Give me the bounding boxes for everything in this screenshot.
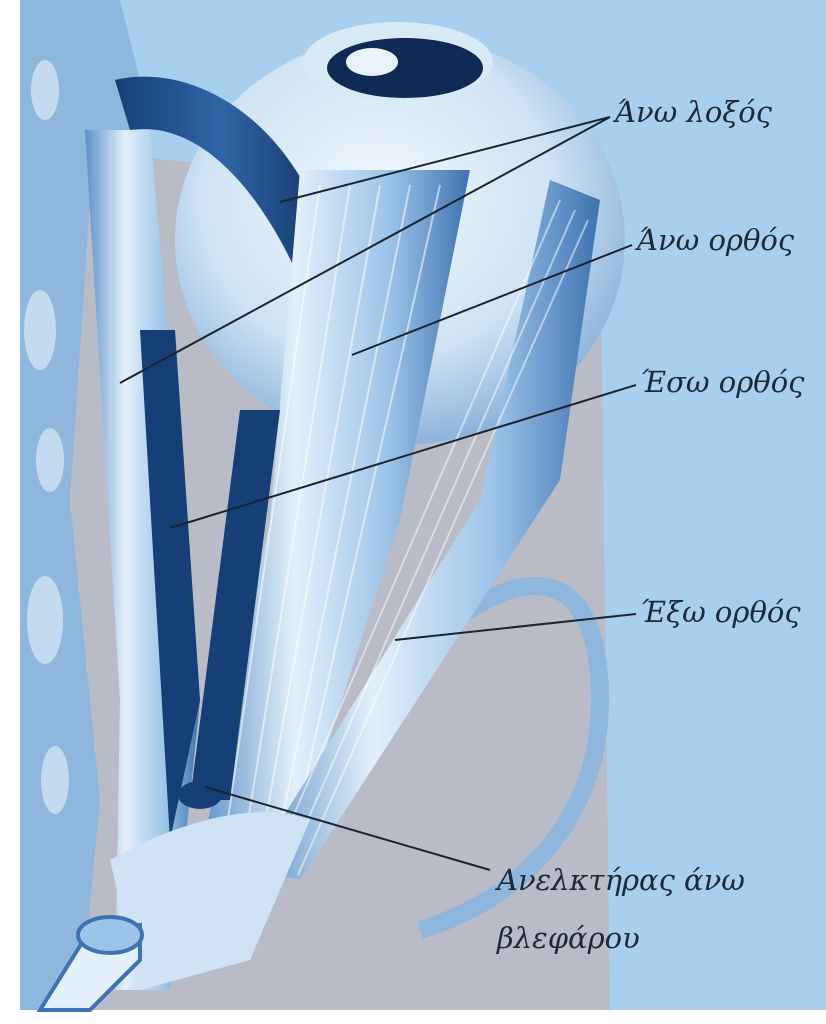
- medial-muscle-shadow: [140, 330, 200, 840]
- leader-superior-oblique-a: [279, 116, 611, 203]
- label-superior-rectus: Άνω ορθός: [637, 223, 795, 257]
- leader-medial-rectus: [169, 384, 637, 529]
- superior-rectus-fibers: [224, 184, 441, 841]
- label-superior-oblique: Άνω λοξός: [615, 95, 772, 129]
- levator-origin: [178, 781, 222, 809]
- label-lateral-rectus: Έξω ορθός: [640, 595, 801, 629]
- leader-levator: [204, 786, 491, 871]
- inner-shadow-band: [190, 410, 280, 800]
- superior-oblique-tendon: [115, 76, 330, 281]
- bone-texture: [24, 60, 69, 814]
- lateral-rectus-fibers: [269, 199, 589, 876]
- leader-superior-rectus: [351, 244, 633, 356]
- label-medial-rectus: Έσω ορθός: [640, 365, 805, 399]
- superior-rectus-muscle: [200, 170, 470, 860]
- lower-bone-contour: [417, 576, 610, 939]
- leader-superior-oblique-b: [119, 116, 611, 384]
- label-levator-line1: Ανελκτήρας άνω: [497, 863, 745, 897]
- optic-nerve-end: [76, 915, 144, 955]
- common-tendinous-ring: [110, 812, 310, 990]
- label-levator-line2: βλεφάρου: [497, 921, 640, 955]
- leader-lateral-rectus: [394, 613, 637, 641]
- leader-lines: [119, 116, 637, 871]
- cornea-highlight: [346, 48, 398, 76]
